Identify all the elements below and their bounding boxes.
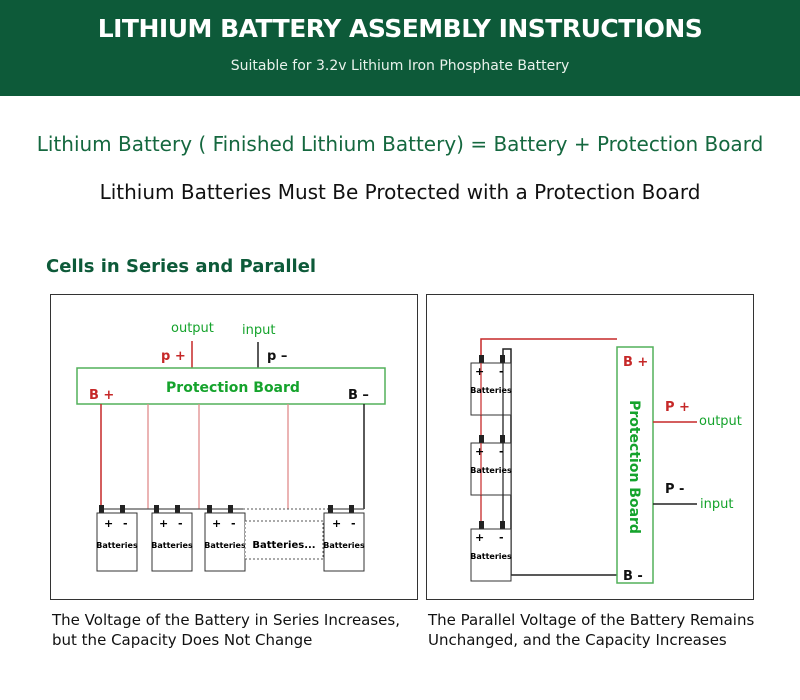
parallel-protection-board: [616, 346, 654, 584]
svg-text:-: -: [499, 365, 504, 378]
svg-text:Batteries: Batteries: [470, 466, 512, 475]
svg-text:-: -: [351, 517, 356, 530]
svg-text:-: -: [499, 531, 504, 544]
series-battery-1: + - Batteries: [96, 505, 138, 572]
parallel-wire-bminus: [502, 348, 617, 576]
parallel-p-minus-label: P -: [665, 482, 684, 497]
svg-text:Batteries...: Batteries...: [252, 540, 315, 551]
parallel-caption-line-2: Unchanged, and the Capacity Increases: [428, 631, 727, 649]
parallel-diagram: + - Batteries + - Batteries + - Batterie…: [470, 338, 742, 584]
parallel-battery-1: + - Batteries: [470, 355, 512, 416]
parallel-input-label: input: [700, 497, 733, 512]
series-board-label: Protection Board: [166, 380, 300, 396]
parallel-caption-line-1: The Parallel Voltage of the Battery Rema…: [428, 611, 755, 629]
svg-text:+: +: [475, 531, 484, 544]
series-diagram-panel: output input p + p – Protection Board B …: [50, 294, 418, 600]
svg-text:+: +: [475, 365, 484, 378]
svg-text:+: +: [212, 517, 221, 530]
series-p-minus-label: p –: [267, 349, 287, 364]
parallel-board-label: Protection Board: [626, 400, 642, 534]
svg-text:+: +: [475, 445, 484, 458]
svg-text:+: +: [159, 517, 168, 530]
svg-text:Batteries: Batteries: [323, 541, 365, 550]
parallel-b-plus-label: B +: [623, 355, 648, 370]
page-title: LITHIUM BATTERY ASSEMBLY INSTRUCTIONS: [97, 14, 703, 43]
parallel-caption: The Parallel Voltage of the Battery Rema…: [428, 610, 768, 650]
series-output-label: output: [171, 321, 214, 336]
svg-text:+: +: [104, 517, 113, 530]
parallel-b-minus-label: B -: [623, 569, 643, 584]
svg-text:-: -: [499, 445, 504, 458]
series-caption-line-1: The Voltage of the Battery in Series Inc…: [52, 611, 400, 629]
series-diagram: output input p + p – Protection Board B …: [76, 321, 386, 572]
svg-text:-: -: [231, 517, 236, 530]
section-title: Cells in Series and Parallel: [46, 256, 317, 277]
series-protection-board: [76, 367, 386, 405]
parallel-battery-2: + - Batteries: [470, 435, 512, 496]
parallel-output-label: output: [699, 414, 742, 429]
series-caption: The Voltage of the Battery in Series Inc…: [52, 610, 422, 650]
series-battery-2: + - Batteries: [151, 505, 193, 572]
svg-text:Batteries: Batteries: [470, 386, 512, 395]
series-b-minus-label: B –: [348, 388, 369, 403]
svg-text:Batteries: Batteries: [470, 552, 512, 561]
equation-text: Lithium Battery ( Finished Lithium Batte…: [36, 132, 764, 156]
series-caption-line-2: but the Capacity Does Not Change: [52, 631, 313, 649]
parallel-p-plus-label: P +: [665, 400, 690, 415]
parallel-wire-bplus: [480, 338, 617, 355]
parallel-battery-3: + - Batteries: [470, 521, 512, 582]
svg-text:+: +: [332, 517, 341, 530]
page-subtitle: Suitable for 3.2v Lithium Iron Phosphate…: [230, 58, 570, 74]
svg-text:-: -: [123, 517, 128, 530]
svg-text:-: -: [178, 517, 183, 530]
series-battery-last: + - Batteries: [323, 505, 365, 572]
svg-text:Batteries: Batteries: [204, 541, 246, 550]
series-p-plus-label: p +: [161, 349, 186, 364]
series-battery-more: Batteries...: [244, 520, 324, 560]
series-input-label: input: [242, 323, 275, 338]
svg-text:Batteries: Batteries: [151, 541, 193, 550]
series-battery-3: + - Batteries: [204, 505, 246, 572]
page-header: LITHIUM BATTERY ASSEMBLY INSTRUCTIONS Su…: [0, 0, 800, 96]
series-b-plus-label: B +: [89, 388, 114, 403]
requirement-text: Lithium Batteries Must Be Protected with…: [99, 180, 701, 204]
parallel-diagram-panel: + - Batteries + - Batteries + - Batterie…: [426, 294, 754, 600]
svg-text:Batteries: Batteries: [96, 541, 138, 550]
